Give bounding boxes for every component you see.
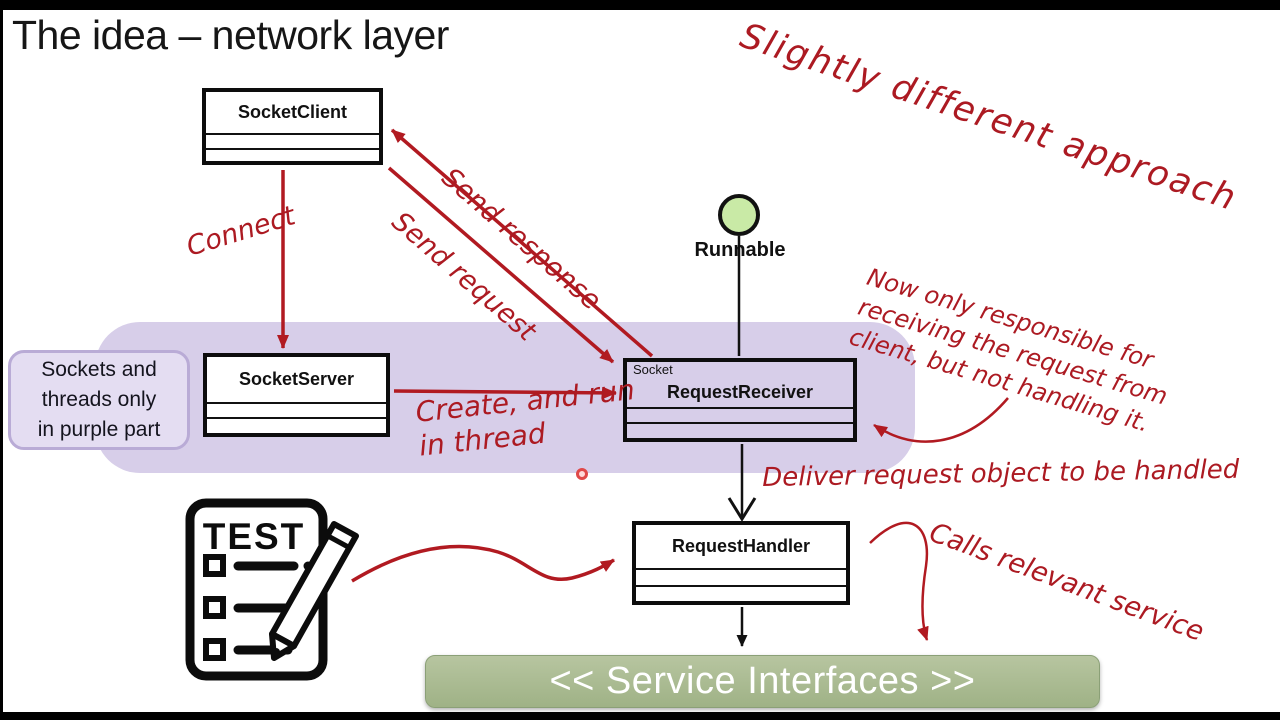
note-line: in purple part [37,418,161,441]
runnable-label: Runnable [694,239,786,261]
connect-label: Connect [183,200,299,263]
uml-compartment [627,407,853,422]
runnable-interface-icon [718,194,760,236]
calls-service-arrow [869,521,929,641]
class-socketserver: SocketServer [203,353,390,437]
uml-compartment [207,402,386,417]
note-sockets-threads: Sockets and threads only in purple part [8,350,190,450]
letterbox-bottom [0,712,1280,720]
uml-compartment [207,417,386,433]
test-checklist-icon: TEST [185,498,359,681]
test-icon-label: TEST [203,516,306,557]
uml-compartment [627,422,853,438]
note-line: Sockets and [41,358,157,381]
class-name: SocketServer [238,369,355,389]
letterbox-top [0,0,1280,10]
uml-compartment [206,133,379,148]
test-arrow [351,544,615,583]
class-stereotype: Socket [633,362,673,377]
page-title: The idea – network layer [12,12,449,58]
service-interfaces-label: << Service Interfaces >> [549,660,976,702]
open-arrowhead [727,497,757,522]
uml-compartment [206,148,379,161]
class-name: SocketClient [237,102,348,122]
class-requesthandler: RequestHandler [632,521,850,605]
class-socketclient: SocketClient [202,88,383,165]
uml-compartment [636,568,846,585]
calls-service-label: Calls relevant service [925,517,1209,648]
note-line: threads only [41,388,157,411]
service-interfaces-box: << Service Interfaces >> [425,655,1100,708]
uml-compartment [636,585,846,601]
handwritten-headline: Slightly different approach [735,16,1243,220]
class-requestreceiver: Socket RequestReceiver [623,358,857,442]
letterbox-left [0,0,3,720]
class-name: RequestReceiver [666,381,814,402]
pencil-icon [269,521,359,661]
class-name: RequestHandler [671,536,811,556]
